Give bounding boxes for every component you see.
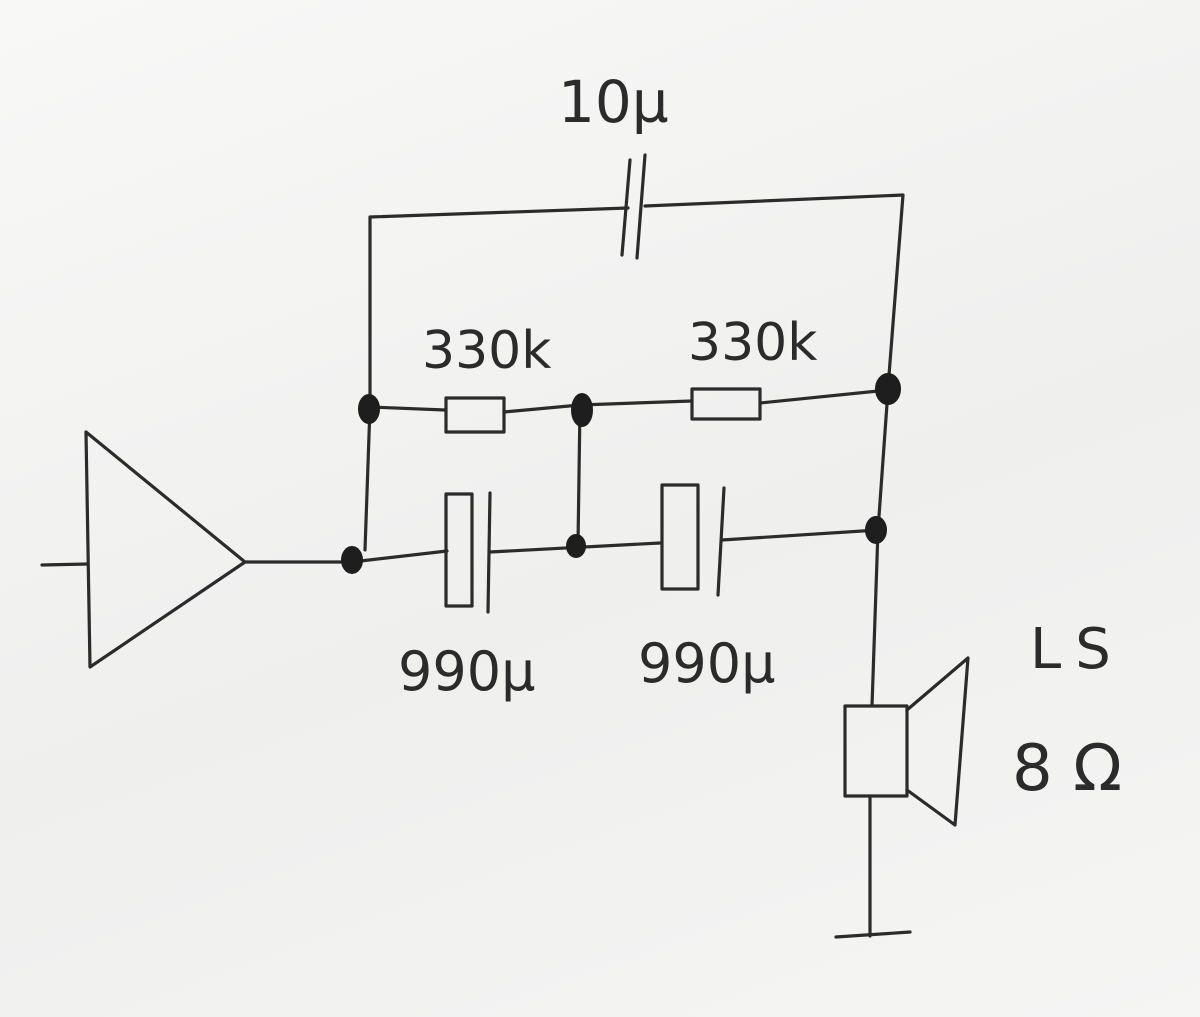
junction-node-bottom-middle xyxy=(566,534,586,558)
resistor-r1 xyxy=(444,396,506,434)
feedback-capacitor-plate-right xyxy=(635,153,647,260)
label-speaker-name: LS xyxy=(1030,617,1125,682)
amplifier-triangle xyxy=(84,430,247,669)
capacitor-wire-right xyxy=(720,528,880,542)
capacitor-c2-plate-electrolytic xyxy=(660,483,700,591)
resistor-network xyxy=(368,387,890,434)
resistor-wire-left xyxy=(368,405,447,412)
resistor-r2 xyxy=(690,387,762,421)
resistor-wire-right xyxy=(758,388,890,405)
feedback-capacitor xyxy=(368,153,905,409)
capacitor-network xyxy=(350,483,880,614)
capacitor-c2-plate xyxy=(716,486,726,597)
resistor-wire-middle-left xyxy=(502,403,582,414)
junction-node-bottom-left xyxy=(341,546,363,574)
label-speaker-impedance: 8 Ω xyxy=(1012,732,1122,806)
junction-node-top-left xyxy=(358,394,380,424)
junction-node-bottom-right xyxy=(865,516,887,544)
label-resistor-r1: 330k xyxy=(422,321,551,381)
ground-symbol xyxy=(834,930,912,939)
feedback-wire-left xyxy=(368,206,630,409)
amplifier-input-wire xyxy=(40,562,90,567)
wire-right-vertical xyxy=(876,388,890,532)
resistor-wire-middle-right xyxy=(578,399,694,407)
speaker-symbol xyxy=(834,528,970,939)
feedback-capacitor-plate-left xyxy=(620,158,632,257)
speaker-cone xyxy=(905,656,970,827)
label-feedback-capacitor: 10µ xyxy=(558,68,669,136)
wire-middle-vertical xyxy=(576,403,582,547)
wire-left-vertical xyxy=(363,405,372,552)
label-capacitor-c1: 990µ xyxy=(398,640,535,703)
capacitor-wire-left xyxy=(350,549,449,564)
label-capacitor-c2: 990µ xyxy=(638,632,775,695)
speaker-wire-top xyxy=(870,528,880,708)
speaker-coil xyxy=(843,704,909,798)
feedback-wire-right xyxy=(643,193,905,390)
junction-node-top-middle xyxy=(571,393,593,427)
capacitor-c1-plate-electrolytic xyxy=(444,492,474,608)
amplifier-symbol xyxy=(40,430,354,669)
junction-node-top-right xyxy=(875,373,901,405)
label-resistor-r2: 330k xyxy=(688,313,817,373)
